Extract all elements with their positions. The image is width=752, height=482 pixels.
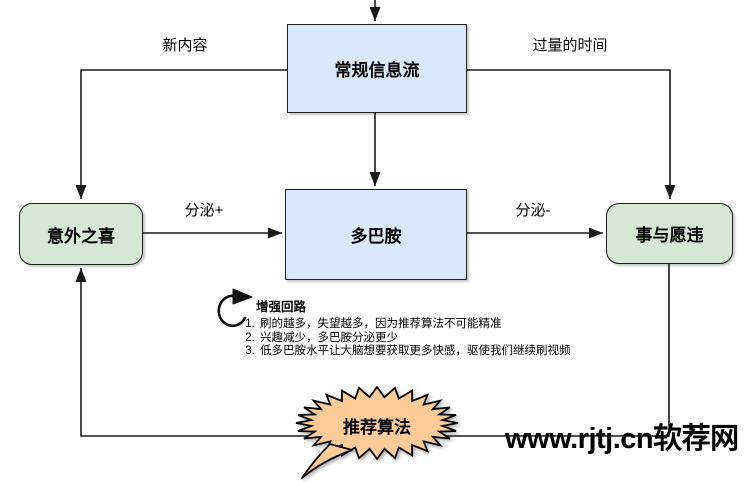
edge-label-excess-time: 过量的时间 xyxy=(532,37,608,54)
node-algorithm-label: 推荐算法 xyxy=(343,418,411,437)
node-backfire: 事与愿违 xyxy=(606,203,733,264)
note-item: 兴趣减少，多巴胺分泌更少 xyxy=(258,332,571,346)
node-regular-feed: 常规信息流 xyxy=(287,24,467,113)
edge-label-new-content: 新内容 xyxy=(162,37,208,54)
note-list: 刷的越多，失望越多，因为推荐算法不可能精准 兴趣减少，多巴胺分泌更少 低多巴胺水… xyxy=(244,318,571,359)
node-backfire-label: 事与愿违 xyxy=(635,226,704,245)
watermark-text: www.rjtj.cn软荐网 xyxy=(505,423,739,455)
loop-arrow-icon xyxy=(217,288,253,328)
algorithm-burst-shape xyxy=(295,385,459,479)
edge-feed-to-backfire xyxy=(467,69,676,199)
note-title: 增强回路 xyxy=(256,300,307,314)
note-item: 低多巴胺水平让大脑想要获取更多快感，驱使我们继续刷视频 xyxy=(258,345,571,359)
edge-feed-to-surprise xyxy=(75,69,287,199)
edge-label-secretion-plus: 分泌+ xyxy=(184,202,224,219)
node-unexpected-joy-label: 意外之喜 xyxy=(47,226,115,246)
node-dopamine: 多巴胺 xyxy=(285,189,467,280)
node-dopamine-label: 多巴胺 xyxy=(350,227,402,246)
node-unexpected-joy: 意外之喜 xyxy=(19,203,143,265)
note-item: 刷的越多，失望越多，因为推荐算法不可能精准 xyxy=(258,318,571,332)
node-regular-feed-label: 常规信息流 xyxy=(334,61,420,80)
edge-label-secretion-minus: 分泌- xyxy=(515,202,551,219)
